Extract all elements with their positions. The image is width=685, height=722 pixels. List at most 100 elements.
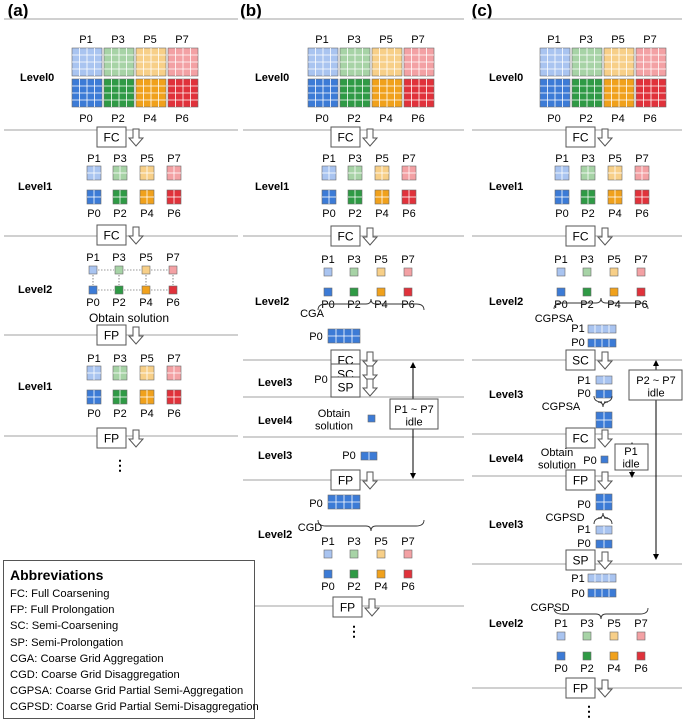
process-grid [112, 365, 128, 381]
process-label: P1 [87, 153, 100, 165]
abbreviation-item: CGPSD: Coarse Grid Partial Semi-Disaggre… [10, 701, 259, 714]
operation-label: FC [573, 432, 589, 446]
process-grid [376, 549, 386, 559]
process-label: P1 [571, 323, 584, 335]
process-grid [307, 47, 339, 77]
process-label: P1 [554, 254, 567, 266]
cga-brace [317, 298, 425, 311]
process-grid [339, 47, 371, 77]
process-grid [349, 287, 359, 297]
process-label: P2 [580, 299, 593, 311]
process-label: P6 [401, 581, 414, 593]
grid-block [349, 569, 359, 579]
process-label: P0 [342, 450, 355, 462]
process-grid [635, 78, 667, 108]
grid-block [403, 549, 413, 559]
process-grid [403, 549, 413, 559]
process-label: P1 [571, 573, 584, 585]
process-label: P5 [611, 34, 624, 46]
process-grid [556, 651, 566, 661]
process-grid [321, 189, 337, 205]
grid-block [168, 285, 178, 295]
process-label: P0 [309, 498, 322, 510]
process-grid [371, 47, 403, 77]
grid-block [367, 414, 376, 423]
process-grid [556, 287, 566, 297]
abbreviation-item: FP: Full Prolongation [10, 604, 115, 617]
process-label: P1 [577, 524, 590, 536]
process-label: P3 [347, 34, 360, 46]
process-label: P7 [411, 34, 424, 46]
process-label: P5 [607, 254, 620, 266]
process-grid [141, 285, 151, 295]
down-arrow-icon [596, 679, 614, 698]
process-label: P0 [547, 113, 560, 125]
cgpsd-label: CGPSD [530, 602, 569, 614]
process-grid [135, 47, 167, 77]
process-grid [139, 365, 155, 381]
process-grid [609, 267, 619, 277]
process-label: P7 [175, 34, 188, 46]
cgpsd-brace [553, 607, 649, 620]
down-arrow-icon [127, 128, 145, 147]
grid-block [376, 267, 386, 277]
arrow-head-icon [653, 554, 659, 560]
process-grid [603, 78, 635, 108]
process-label: P2 [113, 208, 126, 220]
grid-block [582, 267, 592, 277]
abbreviation-item: SC: Semi-Coarsening [10, 620, 119, 633]
process-label: P1 [321, 536, 334, 548]
process-grid [636, 287, 646, 297]
cgpsa-label: CGPSA [542, 401, 581, 413]
operation-box [332, 596, 363, 618]
aggregated-grid [327, 328, 361, 344]
process-label: P7 [401, 254, 414, 266]
process-grid [603, 47, 635, 77]
grid-block [582, 631, 592, 641]
process-label: P2 [581, 208, 594, 220]
process-label: P5 [140, 353, 153, 365]
process-label: P5 [379, 34, 392, 46]
operation-box [96, 324, 127, 346]
process-label: P6 [634, 663, 647, 675]
process-label: P7 [643, 34, 656, 46]
process-grid [556, 267, 566, 277]
process-label: P0 [79, 113, 92, 125]
ellipsis-icon: ⋮ [582, 703, 596, 719]
operation-label: FP [104, 432, 119, 446]
process-label: P2 [348, 208, 361, 220]
process-grid [554, 189, 570, 205]
process-grid [376, 267, 386, 277]
process-grid [166, 165, 182, 181]
arrow-head-icon [629, 472, 635, 478]
process-label: P1 [555, 153, 568, 165]
level-label: Level2 [489, 296, 523, 308]
process-grid [403, 287, 413, 297]
grid-block [636, 287, 646, 297]
process-grid [349, 569, 359, 579]
operation-label: FP [104, 329, 119, 343]
down-arrow-icon [596, 128, 614, 147]
process-label: P3 [579, 34, 592, 46]
process-label: P0 [315, 113, 328, 125]
idle-box [389, 398, 439, 430]
operation-label: FC [338, 131, 354, 145]
grid-block [609, 651, 619, 661]
process-grid [403, 267, 413, 277]
cgd-label: CGD [298, 522, 323, 534]
abbreviation-item: CGPSA: Coarse Grid Partial Semi-Aggregat… [10, 685, 244, 698]
process-grid [86, 389, 102, 405]
process-label: P4 [607, 299, 620, 311]
process-label: P2 [111, 113, 124, 125]
level-label: Level0 [255, 72, 289, 84]
process-label: P0 [87, 208, 100, 220]
process-grid [112, 189, 128, 205]
process-grid [634, 165, 650, 181]
process-label: P2 [347, 299, 360, 311]
process-label: P4 [139, 297, 152, 309]
process-grid [103, 47, 135, 77]
down-arrow-icon [363, 598, 381, 617]
process-label: P7 [401, 536, 414, 548]
process-grid [323, 549, 333, 559]
